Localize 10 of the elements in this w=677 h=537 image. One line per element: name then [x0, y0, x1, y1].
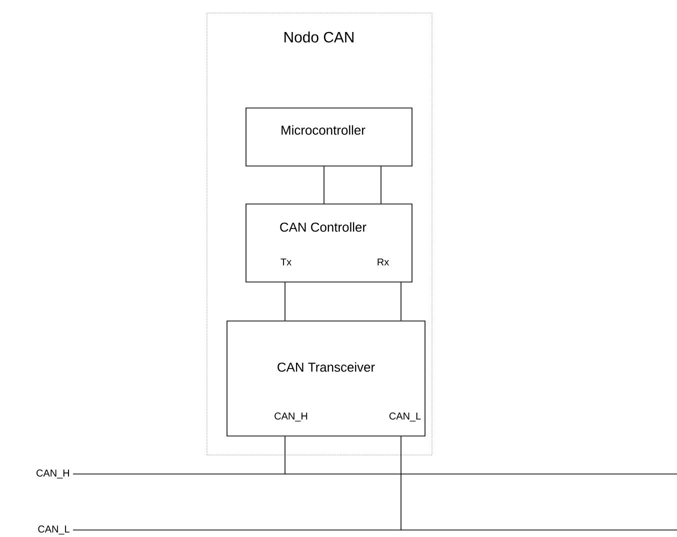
connector-line	[284, 282, 286, 321]
connector-line	[380, 166, 382, 204]
connector-line	[284, 436, 286, 474]
controller-box: CAN Controller Tx Rx	[246, 204, 412, 282]
bus-label: CAN_H	[36, 470, 69, 478]
connector-line	[400, 436, 402, 530]
connector-line	[400, 282, 402, 321]
microcontroller-box: Microcontroller	[246, 108, 412, 166]
bus-label: CAN_L	[38, 526, 70, 534]
transceiver-box: CAN Transceiver CAN_H CAN_L	[226, 320, 426, 436]
